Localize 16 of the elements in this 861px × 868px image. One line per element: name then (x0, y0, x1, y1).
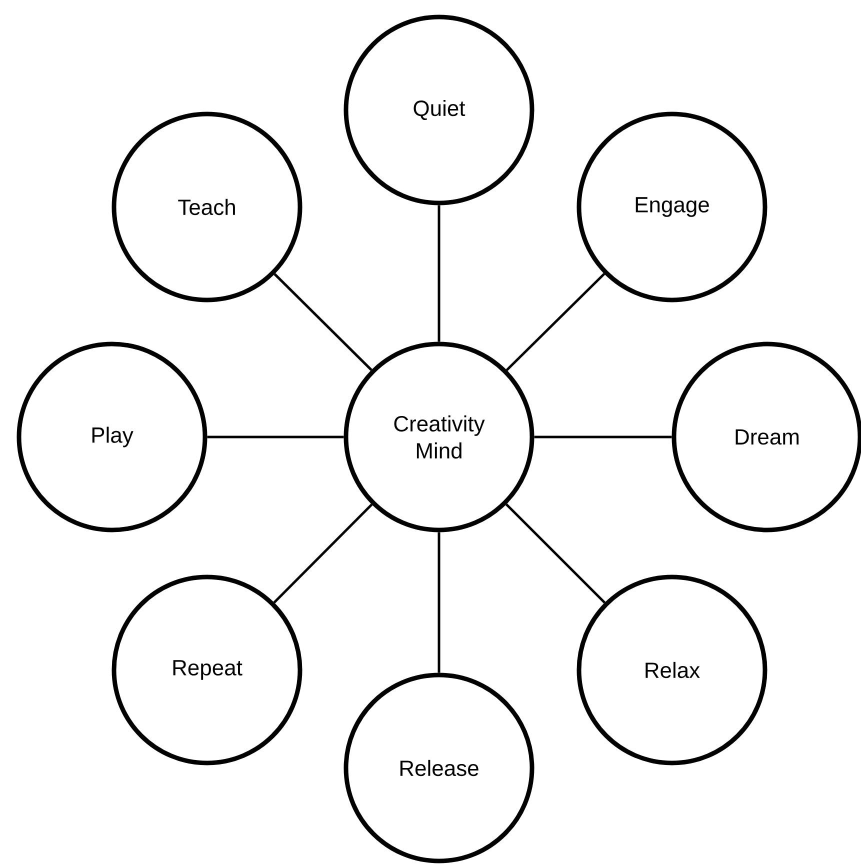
circle-node: Engage (576, 112, 768, 302)
circle-node: Release (344, 672, 534, 864)
circle-node: Teach (112, 112, 302, 302)
circle-node: Repeat (112, 574, 302, 766)
circle-node: Play (16, 342, 208, 532)
connector-line (534, 436, 672, 438)
connector-line (505, 503, 606, 604)
connector-line (438, 532, 440, 673)
connector-line (506, 273, 606, 371)
circle-node: Quiet (344, 14, 534, 206)
circle-node: Relax (576, 574, 768, 766)
connector-line (274, 273, 372, 371)
circle-node: Creativity Mind (344, 342, 534, 532)
connector-line (438, 205, 440, 342)
connector-line (207, 436, 344, 438)
connector-line (273, 504, 373, 604)
